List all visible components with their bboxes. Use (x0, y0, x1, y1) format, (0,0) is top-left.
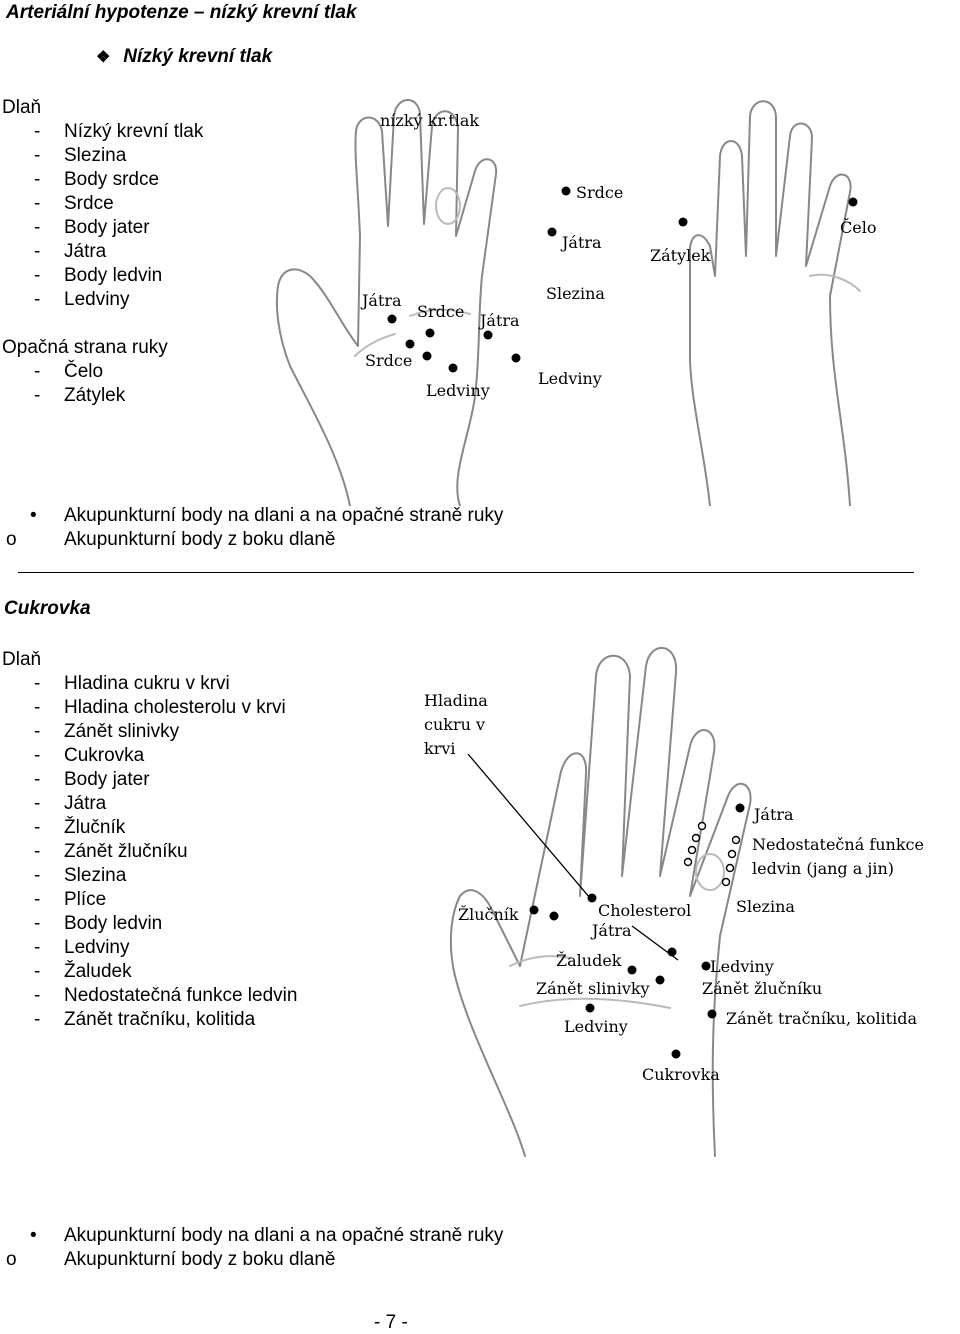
list-item: -Body jater (34, 217, 150, 238)
list-item: -Čelo (34, 361, 104, 382)
label-srdce: Srdce (365, 351, 412, 370)
list-item: -Ledviny (34, 937, 130, 958)
list-item: -Zánět tračníku, kolitida (34, 1009, 256, 1030)
label-jatra: Játra (360, 291, 402, 310)
palm-hand-outline (275, 99, 498, 506)
section-title: Cukrovka (4, 598, 91, 619)
filled-bullet-icon: • (30, 1225, 37, 1246)
label-jatra: Játra (752, 805, 794, 824)
list-item: -Játra (34, 241, 107, 262)
list-item: -Zánět žlučníku (34, 841, 188, 862)
hollow-bullet-icon: o (6, 1249, 17, 1270)
label-cukru: cukru v (424, 715, 485, 734)
filled-bullet-icon: • (30, 505, 37, 526)
label-ledvin-jang-jin: ledvin (jang a jin) (752, 859, 894, 878)
label-jatra: Játra (560, 233, 602, 252)
label-ledviny: Ledviny (426, 381, 490, 400)
palm-hand-outline (449, 647, 752, 1157)
list-item: -Body jater (34, 769, 150, 790)
list-item: -Body srdce (34, 169, 160, 190)
label-ledviny: Ledviny (538, 369, 602, 388)
label-nedostatecna-funkce: Nedostatečná funkce (752, 835, 924, 854)
label-nizky-kr-tlak: nízký kr.tlak (380, 111, 479, 130)
label-zaludek: Žaludek (556, 950, 622, 970)
list-item: -Cukrovka (34, 745, 145, 766)
list-item: -Body ledvin (34, 913, 163, 934)
hypo-back-list: -Čelo -Zátylek (2, 360, 203, 408)
hypo-palm-list: -Nízký krevní tlak -Slezina -Body srdce … (2, 120, 203, 312)
list-item: -Slezina (34, 865, 127, 886)
label-hladina: Hladina (424, 691, 488, 710)
label-srdce: Srdce (417, 302, 464, 321)
diamond-bullet-icon: ❖ (96, 49, 111, 66)
diab-hand-figure: Hladina cukru v krvi Játra Nedostatečná … (424, 647, 924, 1157)
list-item: -Body ledvin (34, 265, 163, 286)
section-subtitle: ❖ Nízký krevní tlak (96, 46, 272, 68)
back-hand-outline (688, 100, 852, 506)
list-item: -Ledviny (34, 289, 130, 310)
label-zatylek: Zátylek (650, 246, 711, 265)
label-zlucnik: Žlučník (458, 904, 519, 924)
page-number: - 7 - (374, 1312, 408, 1333)
diab-palm-list: -Hladina cukru v krvi -Hladina cholester… (2, 672, 297, 1032)
label-jatra: Játra (590, 921, 632, 940)
hypo-palm-block: Dlaň -Nízký krevní tlak -Slezina -Body s… (2, 96, 203, 408)
label-jatra: Játra (478, 311, 520, 330)
label-zanet-zlucniku: Zánět žlučníku (702, 979, 822, 998)
list-item: -Zátylek (34, 385, 126, 406)
label-celo: Čelo (840, 217, 876, 237)
list-item: -Hladina cukru v krvi (34, 673, 230, 694)
subtitle-text: Nízký krevní tlak (123, 46, 273, 67)
section-divider (18, 572, 914, 573)
hollow-bullet-icon: o (6, 529, 17, 550)
list-item: -Slezina (34, 145, 127, 166)
list-item: -Nízký krevní tlak (34, 121, 204, 142)
list-item: -Plíce (34, 889, 107, 910)
list-item: -Játra (34, 793, 107, 814)
legend-item: •Akupunkturní body na dlani a na opačné … (30, 505, 504, 526)
list-item: -Srdce (34, 193, 114, 214)
label-slezina: Slezina (736, 897, 795, 916)
label-srdce: Srdce (576, 183, 623, 202)
list-item: -Žlučník (34, 817, 126, 838)
label-cukrovka: Cukrovka (642, 1065, 720, 1084)
list-item: -Zánět slinivky (34, 721, 180, 742)
diab-palm-block: Dlaň -Hladina cukru v krvi -Hladina chol… (2, 648, 297, 1032)
list-item: -Hladina cholesterolu v krvi (34, 697, 286, 718)
hypo-hands-figure: nízký kr.tlak Srdce Játra Slezina Játra … (275, 99, 876, 506)
page-title: Arteriální hypotenze – nízký krevní tlak (6, 2, 357, 23)
label-zanet-tracniku: Zánět tračníku, kolitida (726, 1009, 917, 1028)
label-zanet-slinivky: Zánět slinivky (536, 979, 650, 998)
label-cholesterol: Cholesterol (598, 901, 691, 920)
legend-item: •Akupunkturní body na dlani a na opačné … (30, 1225, 504, 1246)
label-krvi: krvi (424, 739, 456, 758)
back-heading: Opačná strana ruky (2, 337, 168, 358)
diab-legend: •Akupunkturní body na dlani a na opačné … (2, 1224, 702, 1272)
list-item: -Žaludek (34, 961, 132, 982)
label-ledviny: Ledviny (710, 957, 774, 976)
list-item: -Nedostatečná funkce ledvin (34, 985, 298, 1006)
label-slezina: Slezina (546, 284, 605, 303)
hypo-legend: •Akupunkturní body na dlani a na opačné … (2, 504, 702, 552)
label-ledviny: Ledviny (564, 1017, 628, 1036)
palm-heading: Dlaň (2, 97, 42, 118)
palm-heading: Dlaň (2, 649, 42, 670)
